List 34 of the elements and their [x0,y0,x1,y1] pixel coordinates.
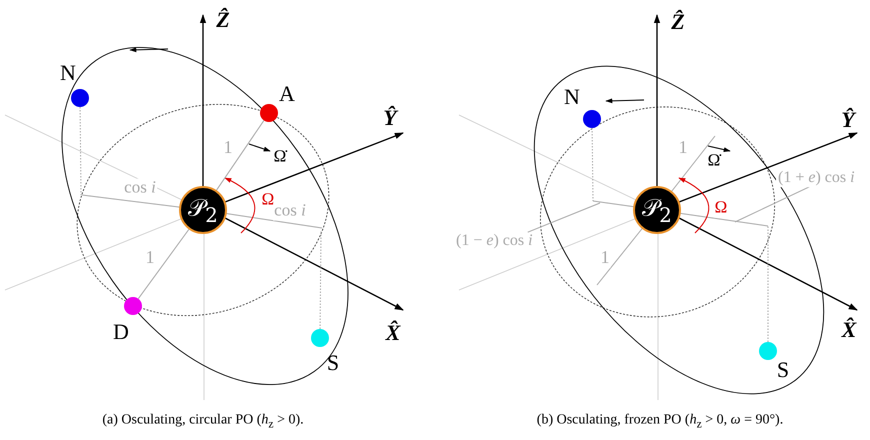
point-marker [311,329,329,347]
body-label: 𝒫$_{2}$ [642,194,672,226]
central-body [179,186,227,234]
point-label: D [113,320,129,344]
axis-label: X̂ [842,318,856,342]
axis-label: Ŷ [841,108,855,132]
projection-label: cos i [273,202,307,220]
point-marker [124,297,142,315]
axis-label: X̂ [386,320,400,346]
point-marker [260,104,278,122]
leader-line [734,186,810,222]
annotation-label: (1 − e) cos i [454,232,558,250]
projection-line [592,128,594,202]
point-marker [71,89,89,107]
leader-line [527,202,600,233]
body-label: 𝒫$_{2}$ [188,194,218,226]
point-label: N [60,60,76,86]
point-label: S [326,350,340,376]
point-label: S [776,358,790,382]
axis-label: Ẑ [671,10,685,34]
axis-label: Ŷ [383,106,397,130]
connector-line [138,228,190,300]
central-body [633,186,681,234]
connector-line [216,120,264,191]
point-marker [583,110,601,128]
projection-line [80,106,82,196]
axis-label: Ẑ [216,8,230,32]
point-label: N [564,84,580,110]
subfigure-caption: (a) Osculating, circular PO (h$_{z}$ > 0). [102,412,304,432]
subfigure-caption: (b) Osculating, frozen PO (h$_{z}$ > 0, ω = 90°). [536,412,784,432]
projection-line [320,230,322,330]
point-label: A [279,82,295,106]
point-marker [759,342,777,360]
length-label: 1 [600,248,610,268]
